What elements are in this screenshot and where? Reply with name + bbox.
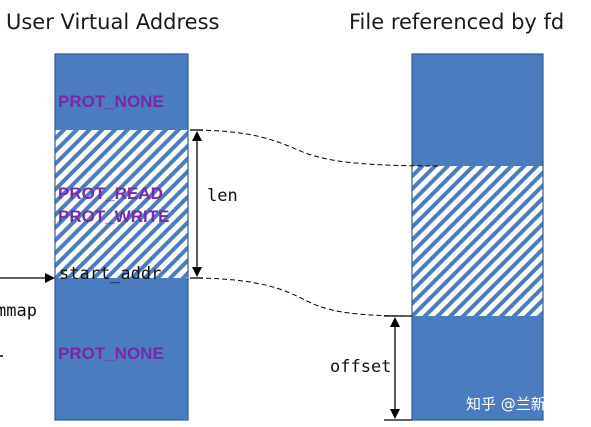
start-addr-label: start_addr (59, 264, 161, 284)
mapping-connector-top (189, 129, 441, 167)
offset-arrow (384, 315, 412, 421)
file-mapped-region (412, 166, 543, 316)
watermark: 知乎 @兰新宇 (466, 395, 561, 413)
prot-none-bottom-region (55, 278, 188, 420)
prot-none-top-label: PROT_NONE (58, 92, 164, 111)
user-address-column (54, 53, 189, 421)
file-bottom-region (412, 316, 543, 420)
prot-none-bottom-label: PROT_NONE (58, 344, 164, 363)
prot-none-top-region (55, 54, 188, 130)
left-column-title: User Virtual Address (6, 10, 219, 34)
mapping-connector-bottom (189, 277, 413, 317)
prot-write-label: PROT_WRITE (58, 207, 169, 226)
right-column-title: File referenced by fd (349, 10, 564, 34)
len-arrow (190, 129, 203, 279)
file-top-region (412, 54, 543, 166)
offset-label: offset (330, 357, 391, 377)
file-column (411, 53, 544, 421)
prot-read-label: PROT_READ (58, 184, 163, 203)
mmap-label: mmap (0, 301, 37, 321)
len-label: len (207, 186, 238, 206)
mapped-region (55, 130, 188, 278)
mmap-arrow (0, 273, 55, 283)
